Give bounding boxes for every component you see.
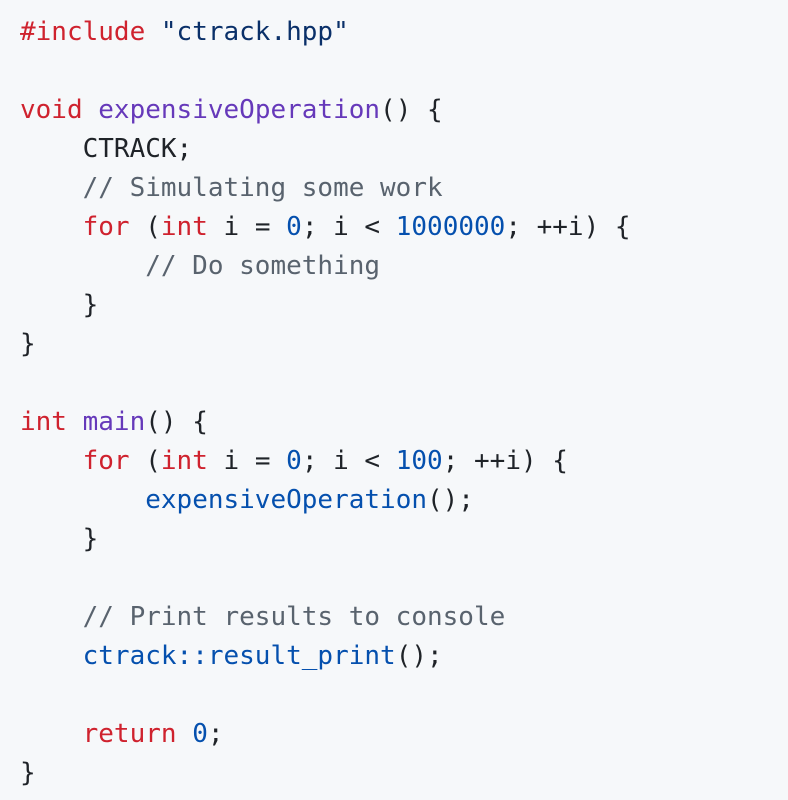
code-line: for (int i = 0; i < 100; ++i) {	[20, 442, 788, 481]
code-token-plain: (	[129, 212, 161, 242]
code-token-num: 0	[192, 719, 208, 749]
code-token-kw: int	[20, 407, 67, 437]
code-token-ent: expensiveOperation	[145, 485, 427, 515]
code-line: // Print results to console	[20, 598, 788, 637]
code-line: void expensiveOperation() {	[20, 91, 788, 130]
code-token-plain	[20, 719, 83, 749]
code-token-plain: i =	[207, 212, 287, 242]
code-line	[20, 559, 788, 598]
code-token-kw: #include	[20, 17, 146, 47]
code-token-plain: () {	[145, 407, 208, 437]
code-token-num: 100	[395, 446, 443, 476]
code-token-kw: int	[160, 212, 208, 242]
code-line: #include "ctrack.hpp"	[20, 13, 788, 52]
code-token-fn: expensiveOperation	[98, 95, 381, 125]
code-token-plain: }	[20, 329, 36, 359]
code-line: }	[20, 286, 788, 325]
code-token-plain: ();	[395, 641, 443, 671]
code-line: ctrack::result_print();	[20, 637, 788, 676]
code-token-plain: (	[129, 446, 161, 476]
code-token-plain	[20, 641, 83, 671]
code-token-plain: }	[20, 758, 36, 788]
code-token-plain: i =	[207, 446, 287, 476]
code-token-plain	[20, 485, 145, 515]
code-token-com: // Simulating some work	[20, 173, 443, 203]
code-token-com: // Print results to console	[20, 602, 506, 632]
code-token-plain: ; ++i) {	[505, 212, 631, 242]
code-line	[20, 676, 788, 715]
code-token-kw: for	[82, 212, 130, 242]
code-token-plain	[145, 17, 161, 47]
code-line: // Do something	[20, 247, 788, 286]
code-line: for (int i = 0; i < 1000000; ++i) {	[20, 208, 788, 247]
code-token-plain	[20, 446, 83, 476]
code-token-plain	[67, 407, 83, 437]
code-token-kw: void	[20, 95, 83, 125]
code-line: }	[20, 325, 788, 364]
code-line: int main() {	[20, 403, 788, 442]
code-token-plain: ; i <	[301, 446, 396, 476]
code-token-com: // Do something	[20, 251, 381, 281]
code-token-plain: ; i <	[301, 212, 396, 242]
code-token-plain: () {	[380, 95, 443, 125]
code-lines: #include "ctrack.hpp" void expensiveOpera…	[20, 13, 788, 793]
code-token-fn: main	[82, 407, 146, 437]
code-line	[20, 52, 788, 91]
code-token-plain: ;	[207, 719, 224, 749]
code-line: // Simulating some work	[20, 169, 788, 208]
code-token-plain	[20, 212, 83, 242]
code-token-plain: }	[20, 290, 99, 320]
code-line: }	[20, 520, 788, 559]
code-token-plain: ; ++i) {	[442, 446, 568, 476]
code-token-plain: ();	[427, 485, 474, 515]
code-token-num: 0	[286, 446, 302, 476]
code-token-kw: int	[160, 446, 208, 476]
code-token-num: 1000000	[395, 212, 506, 242]
code-line: }	[20, 754, 788, 793]
code-token-str: "ctrack.hpp"	[160, 17, 349, 47]
code-line: CTRACK;	[20, 130, 788, 169]
code-token-plain	[83, 95, 99, 125]
code-line: return 0;	[20, 715, 788, 754]
code-token-kw: return	[82, 719, 177, 749]
code-token-ent: ctrack::result_print	[82, 641, 396, 671]
code-token-plain: }	[20, 524, 99, 554]
code-token-plain	[177, 719, 193, 749]
code-token-plain: CTRACK;	[20, 134, 193, 164]
code-token-kw: for	[82, 446, 130, 476]
code-token-num: 0	[286, 212, 302, 242]
code-line: expensiveOperation();	[20, 481, 788, 520]
code-line	[20, 364, 788, 403]
